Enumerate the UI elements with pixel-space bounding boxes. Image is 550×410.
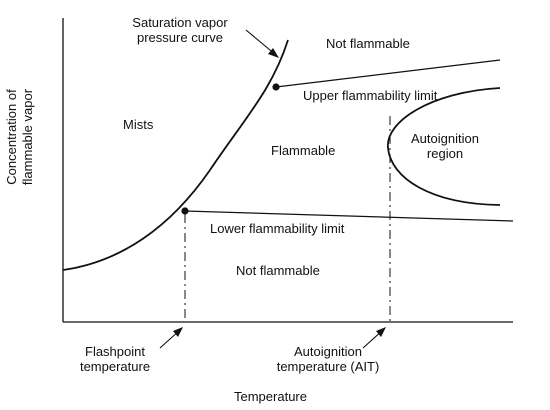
lower-intersection-point [181, 207, 189, 215]
flashpoint-label-line2: temperature [79, 359, 151, 374]
upper-flammability-limit-label: Upper flammability limit [303, 88, 438, 103]
autoignition-region-label-line2: region [426, 146, 464, 161]
mists-region-label: Mists [123, 117, 154, 132]
saturation-vapor-pressure-curve [62, 39, 289, 271]
lower-flammability-limit-label: Lower flammability limit [210, 221, 345, 236]
not-flammable-top-label: Not flammable [326, 36, 410, 51]
not-flammable-bottom-label: Not flammable [236, 263, 320, 278]
saturation-curve-label: Saturation vapor pressure curve [120, 15, 240, 45]
ait-label-line1: Autoignition [294, 344, 362, 359]
y-axis-label-line2: flammable vapor [20, 88, 35, 186]
saturation-pointer-arrow [245, 29, 279, 58]
autoignition-region-label: Autoignition region [400, 131, 490, 161]
saturation-curve-label-line2: pressure curve [137, 30, 223, 45]
y-axis-label-line1: Concentration of [4, 89, 19, 185]
flashpoint-label-line1: Flashpoint [85, 344, 145, 359]
flashpoint-temperature-label: Flashpoint temperature [60, 344, 170, 374]
autoignition-region-label-line1: Autoignition [411, 131, 479, 146]
autoignition-region-curve [387, 87, 501, 206]
x-axis-label: Temperature [234, 389, 307, 404]
upper-intersection-point [272, 83, 280, 91]
lower-flammability-limit-line [184, 210, 514, 222]
upper-flammability-limit-line [275, 59, 501, 88]
ait-label-line2: temperature (AIT) [276, 359, 380, 374]
y-axis-label: Concentration of flammable vapor [4, 42, 42, 232]
autoignition-temperature-label: Autoignition temperature (AIT) [258, 344, 398, 374]
ait-pointer-arrow [362, 327, 386, 349]
flammable-region-label: Flammable [271, 143, 336, 158]
saturation-curve-label-line1: Saturation vapor [132, 15, 228, 30]
flashpoint-pointer-arrow [159, 327, 183, 349]
